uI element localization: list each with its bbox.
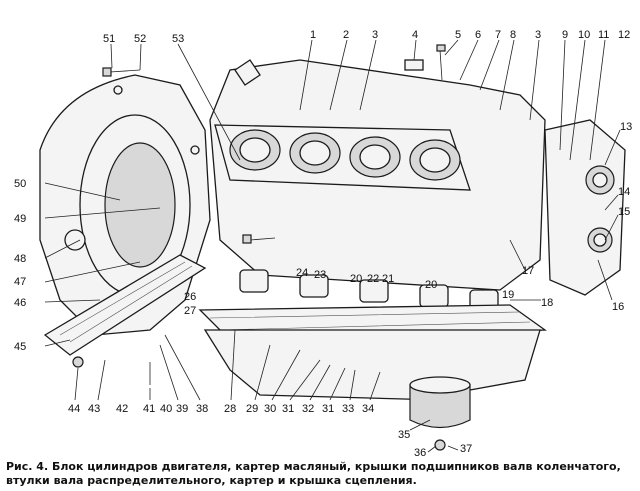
callout-9: 9 [562,29,568,41]
callout-28: 28 [224,403,236,415]
callout-43: 43 [88,403,100,415]
callout-4: 4 [412,29,418,41]
callout-20b: 20 [425,279,437,291]
callout-36: 36 [414,447,426,459]
callout-3b: 3 [535,29,541,41]
callout-26: 26 [184,291,196,303]
callout-34: 34 [362,403,374,415]
callout-30: 30 [264,403,276,415]
figure-caption: Рис. 4. Блок цилиндров двигателя, картер… [6,460,634,488]
callout-45: 45 [14,341,26,353]
callouts-middle: 24 23 20 22 21 20 17 19 18 26 27 [184,265,553,317]
callout-41: 41 [143,403,155,415]
callout-35: 35 [398,429,410,441]
callout-21: 21 [382,273,394,285]
callouts-left: 50 49 48 47 46 45 [14,178,26,353]
callout-32: 32 [302,403,314,415]
callout-11: 11 [598,29,609,41]
callout-44: 44 [68,403,80,415]
callout-24: 24 [296,267,308,279]
callout-5: 5 [455,29,461,41]
caption-line-1: Рис. 4. Блок цилиндров двигателя, картер… [6,460,621,473]
callout-37: 37 [460,443,472,455]
callout-15: 15 [618,206,630,218]
callout-12: 12 [618,29,630,41]
callout-31b: 31 [322,403,334,415]
callout-20a: 20 [350,273,362,285]
callout-46: 46 [14,297,26,309]
callout-49: 49 [14,213,26,225]
callout-29: 29 [246,403,258,415]
oil-pan [198,304,547,429]
callouts-right: 13 14 15 16 [612,121,632,313]
callout-10: 10 [578,29,590,41]
callout-42: 42 [116,403,128,415]
callout-23: 23 [314,269,326,281]
callout-14: 14 [618,186,630,198]
callouts-bottom: 44 43 42 41 40 39 38 28 29 30 31 32 31 3… [68,403,472,459]
callout-16: 16 [612,301,624,313]
callout-7: 7 [495,29,501,41]
callout-33: 33 [342,403,354,415]
callout-18: 18 [541,297,553,309]
callouts-top: 51 52 53 1 2 3 4 5 6 7 8 3 9 10 11 12 [103,29,630,45]
callout-19: 19 [502,289,514,301]
callout-53: 53 [172,33,184,45]
timing-cover [544,119,626,296]
callout-2: 2 [343,29,349,41]
callout-8: 8 [510,29,516,41]
callout-27: 27 [184,305,196,317]
leader-lines [44,39,621,453]
callout-6: 6 [475,29,481,41]
callout-13: 13 [620,121,632,133]
callout-22: 22 [367,273,379,285]
callout-17: 17 [522,265,534,277]
callout-51: 51 [103,33,115,45]
callout-47: 47 [14,276,26,288]
clutch-cover-plate [43,254,207,356]
callout-52: 52 [134,33,146,45]
engine-exploded-drawing: 51 52 53 1 2 3 4 5 6 7 8 3 9 10 11 12 13… [14,29,632,459]
bolts-and-studs [72,44,446,451]
callout-3a: 3 [372,29,378,41]
callout-50: 50 [14,178,26,190]
cylinder-block [209,59,546,291]
callout-39: 39 [176,403,188,415]
callout-40: 40 [160,403,172,415]
callout-1: 1 [310,29,316,41]
callout-38: 38 [196,403,208,415]
callout-48: 48 [14,253,26,265]
callout-31a: 31 [282,403,294,415]
caption-line-2: втулки вала распределительного, картер и… [6,474,417,487]
